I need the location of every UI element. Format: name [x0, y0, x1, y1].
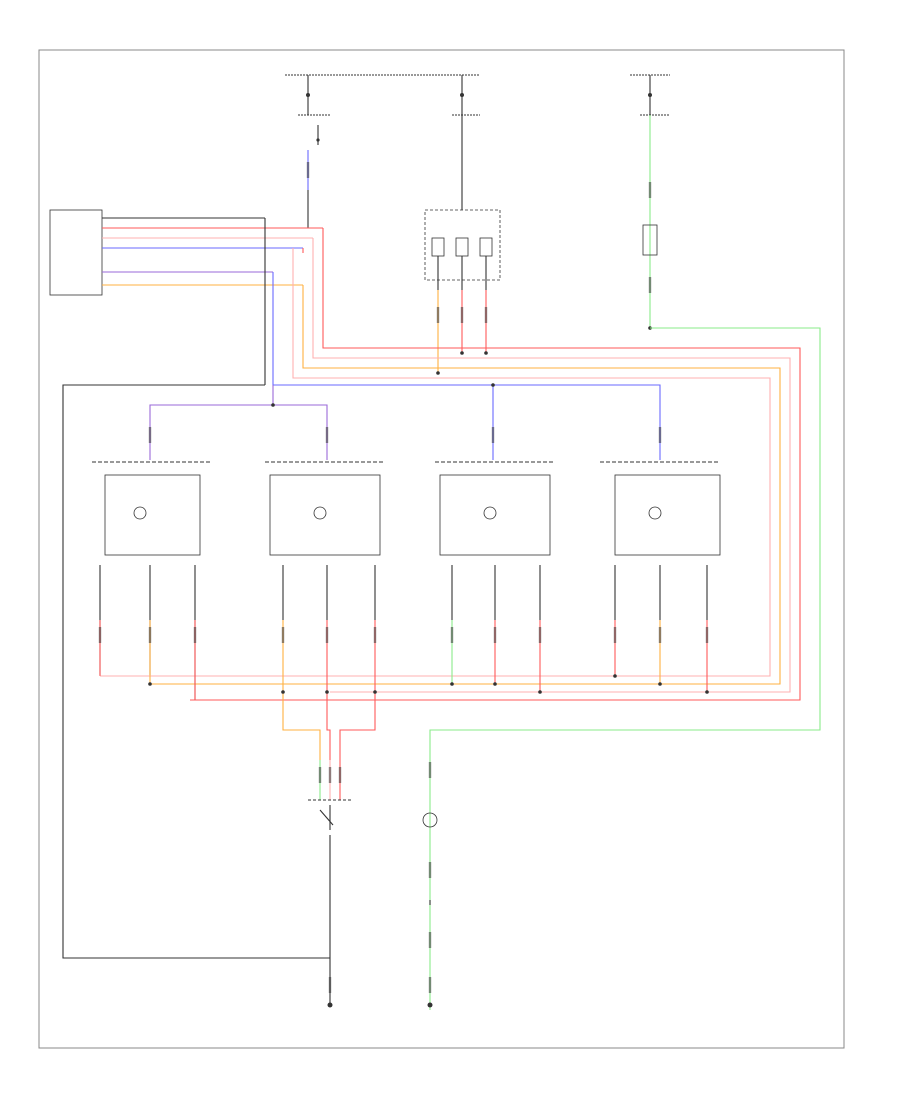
connector-code-mark: [658, 427, 662, 443]
connector-code-mark: [658, 627, 662, 643]
connector-code-mark: [281, 627, 285, 643]
connector-code-mark: [648, 182, 652, 198]
connector-code-mark: [373, 627, 377, 643]
fuse-block-far: [630, 74, 670, 116]
connector-code-mark: [148, 427, 152, 443]
connector-code-mark: [648, 277, 652, 293]
connector-code-mark: [193, 627, 197, 643]
motor-left-front: [92, 461, 210, 700]
connector-code-mark: [428, 762, 432, 778]
connector-code-mark: [450, 627, 454, 643]
switch-bottom: [308, 760, 352, 1008]
connector-code-mark: [491, 427, 495, 443]
connector-code-mark: [428, 977, 432, 993]
sensor-bottom: [422, 812, 438, 1008]
trunk-bus: [100, 228, 801, 701]
connector-code-mark: [98, 627, 102, 643]
connector-code-mark: [328, 767, 332, 783]
trunk-junctions: [148, 674, 709, 694]
connector-code-mark: [484, 307, 488, 323]
connector-code-mark: [705, 627, 709, 643]
combination-meter: [424, 145, 501, 373]
green-sensor-branch: [429, 115, 821, 1010]
connector-code-mark: [306, 162, 310, 178]
fuse-block-left: [285, 74, 480, 145]
connector-codes: [98, 162, 709, 993]
connector-code-mark: [328, 977, 332, 993]
connector-code-mark: [493, 627, 497, 643]
motor-right-rear: [600, 461, 721, 692]
motor-left-rear: [435, 461, 555, 692]
connector-code-mark: [148, 627, 152, 643]
connector-code-mark: [325, 627, 329, 643]
motor-right-front: [265, 461, 385, 760]
diagram-frame: [38, 49, 845, 1049]
connector-code-mark: [436, 307, 440, 323]
connector-code-mark: [613, 627, 617, 643]
connector-code-mark: [338, 767, 342, 783]
connector-code-mark: [428, 862, 432, 878]
connector-code-mark: [325, 427, 329, 443]
connector-code-mark: [460, 307, 464, 323]
connector-code-mark: [538, 627, 542, 643]
connector-code-mark: [428, 932, 432, 948]
control-unit: [49, 209, 330, 959]
connector-code-mark: [318, 767, 322, 783]
fuse-block-right: [452, 75, 480, 145]
